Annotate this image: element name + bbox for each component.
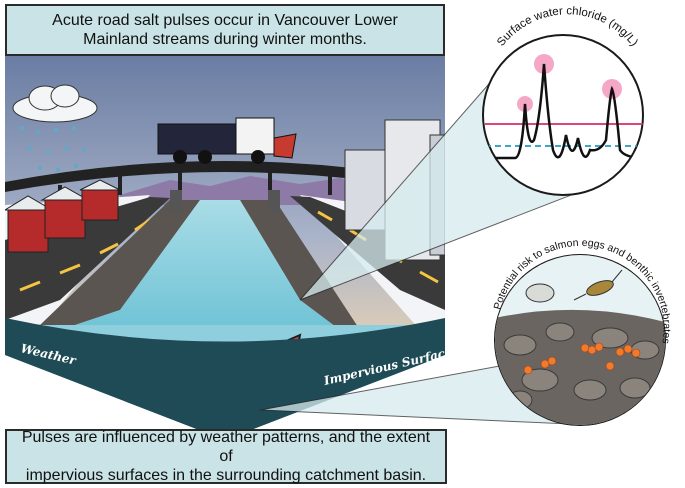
- amphipod: [525, 283, 555, 303]
- footer-caption: Pulses are influenced by weather pattern…: [5, 429, 447, 484]
- footer-line-1: Pulses are influenced by weather pattern…: [21, 429, 431, 465]
- salmon-eggs-inset: Potential risk to salmon eggs and benthi…: [492, 237, 673, 426]
- chloride-inset: Surface water chloride (mg/L): [482, 5, 644, 196]
- houses: [5, 179, 121, 253]
- header-line-1: Acute road salt pulses occur in Vancouve…: [52, 12, 398, 29]
- header-caption: Acute road salt pulses occur in Vancouve…: [5, 4, 445, 56]
- stream-water: [60, 200, 340, 330]
- right-river-bank: [240, 200, 360, 330]
- left-road-lines: [19, 218, 151, 292]
- footer-line-2: impervious surfaces in the surrounding c…: [25, 467, 427, 484]
- left-road: [5, 197, 170, 320]
- rain-cloud: [12, 84, 98, 172]
- chloride-trace: [485, 63, 643, 160]
- header-line-2: Mainland streams during winter months.: [83, 31, 367, 48]
- stonefly-nymph: [573, 269, 623, 301]
- salmon-eggs: [523, 342, 641, 375]
- left-river-bank: [40, 200, 200, 330]
- bottom-banner: [5, 318, 445, 440]
- salt-truck: [157, 117, 297, 164]
